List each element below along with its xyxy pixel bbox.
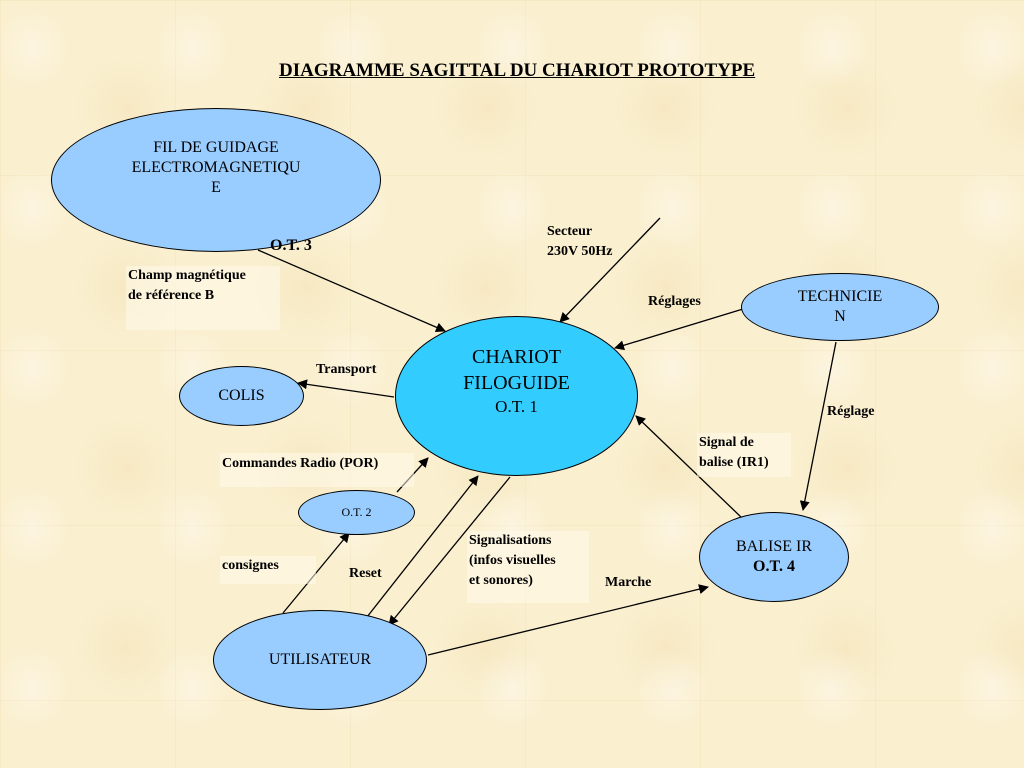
label-transport: Transport xyxy=(316,362,377,377)
node-chariot-line2: FILOGUIDE xyxy=(463,372,570,394)
label-secteur-line1: Secteur xyxy=(547,224,593,239)
node-balise-ot: O.T. 4 xyxy=(753,558,795,575)
arrow-secteur-to-chariot xyxy=(559,217,661,323)
node-fil-de-guidage: FIL DE GUIDAGE ELECTROMAGNETIQU E xyxy=(51,108,381,252)
arrow-marche-to-balise xyxy=(427,584,709,656)
node-colis-label: COLIS xyxy=(218,387,265,404)
arrow-reglages-to-chariot xyxy=(614,308,744,351)
label-consignes: consignes xyxy=(220,556,316,584)
arrow-consignes-to-ot2 xyxy=(282,532,350,614)
label-champ-line2: de référence B xyxy=(128,288,215,303)
label-reset: Reset xyxy=(349,566,382,581)
label-signalisations: Signalisations (infos visuelles et sonor… xyxy=(467,531,589,603)
label-secteur-line2: 230V 50Hz xyxy=(547,244,613,259)
label-champ-line1: Champ magnétique xyxy=(128,268,246,283)
arrow-transport-to-colis xyxy=(297,379,395,398)
diagram-title: DIAGRAMME SAGITTAL DU CHARIOT PROTOTYPE xyxy=(279,60,756,81)
label-reglages: Réglages xyxy=(648,294,701,309)
node-ot2: O.T. 2 xyxy=(298,490,415,535)
node-utilisateur: UTILISATEUR xyxy=(213,610,427,710)
arrow-champ-to-chariot xyxy=(257,249,446,333)
label-signal-line2: balise (IR1) xyxy=(699,455,769,470)
label-signalisations-line2: (infos visuelles xyxy=(469,553,556,568)
label-secteur: Secteur 230V 50Hz xyxy=(547,222,612,262)
node-chariot-line1: CHARIOT xyxy=(472,346,561,368)
node-utilisateur-label: UTILISATEUR xyxy=(268,651,372,668)
node-fil-line1: FIL DE GUIDAGE xyxy=(153,139,279,156)
label-signalisations-line1: Signalisations xyxy=(469,533,552,548)
node-technicien-line2: N xyxy=(834,308,846,325)
label-marche: Marche xyxy=(605,575,652,590)
node-fil-line2: ELECTROMAGNETIQU xyxy=(131,159,301,176)
node-technicien: TECHNICIE N xyxy=(741,273,939,341)
node-balise-line1: BALISE IR xyxy=(736,538,812,555)
arrow-reglage-to-balise xyxy=(799,341,837,511)
node-chariot-ot: O.T. 1 xyxy=(495,397,538,416)
arrow-signalisations-to-utilisateur xyxy=(388,476,511,626)
label-champ: Champ magnétique de référence B xyxy=(126,266,280,330)
label-signal-line1: Signal de xyxy=(699,435,754,450)
label-signal: Signal de balise (IR1) xyxy=(697,433,791,477)
node-technicien-line1: TECHNICIE xyxy=(797,288,883,305)
node-fil-line3: E xyxy=(211,179,221,196)
node-fil-ot: O.T. 3 xyxy=(270,237,312,254)
arrow-signal-to-chariot xyxy=(635,415,743,519)
label-commandes: Commandes Radio (POR) xyxy=(220,453,414,487)
node-colis: COLIS xyxy=(179,366,304,426)
label-reglage: Réglage xyxy=(827,404,875,419)
node-balise: BALISE IR O.T. 4 xyxy=(699,512,849,602)
node-chariot: CHARIOT FILOGUIDE O.T. 1 xyxy=(395,316,638,476)
arrow-reset-to-chariot xyxy=(366,475,479,618)
label-signalisations-line3: et sonores) xyxy=(469,573,533,588)
node-ot2-label: O.T. 2 xyxy=(341,505,372,519)
